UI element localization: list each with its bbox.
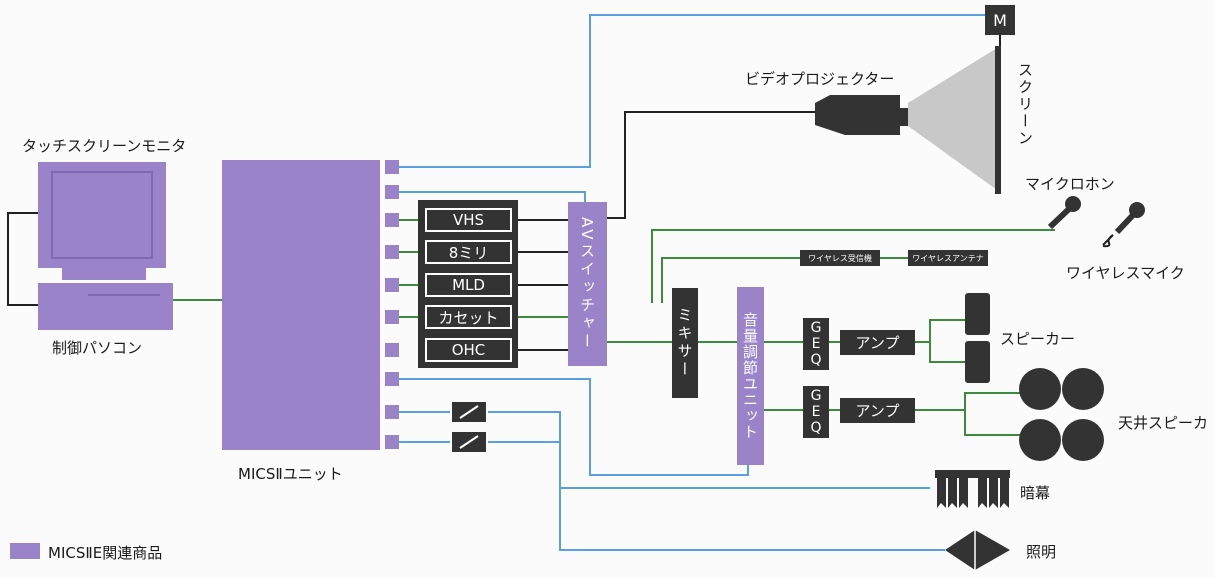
video-lines	[7, 35, 1114, 351]
volume-control-unit: 音量調節ユニット	[737, 287, 764, 465]
screen	[995, 46, 1001, 194]
touch-screen-monitor	[38, 162, 166, 280]
mixer: ミキサー	[672, 288, 698, 398]
source-cassette: カセット	[425, 305, 512, 329]
source-block	[418, 200, 518, 368]
mics-port	[385, 372, 399, 386]
source-mld: MLD	[425, 273, 512, 297]
wireless-receiver: ワイヤレス受信機	[800, 250, 880, 266]
mics-port	[385, 160, 399, 174]
speaker-label: スピーカー	[1000, 330, 1076, 348]
relay-1	[452, 402, 486, 422]
geq-1-label: GEQ	[808, 320, 824, 368]
wireless-microphone	[1114, 202, 1145, 235]
projection-beam	[908, 48, 997, 190]
source-ohc: OHC	[425, 338, 512, 362]
legend-swatch	[10, 543, 40, 559]
wireless-receiver-label: ワイヤレス受信機	[808, 253, 872, 263]
blackout-label: 暗幕	[1020, 484, 1051, 502]
projector-label: ビデオプロジェクター	[745, 70, 895, 88]
geq-2: GEQ	[803, 386, 829, 438]
microphone	[1047, 196, 1081, 230]
lighting-label: 照明	[1026, 543, 1057, 561]
mics-unit-label: MICSⅡユニット	[238, 465, 343, 483]
mics-port	[385, 343, 399, 357]
light-fixture	[945, 530, 1010, 570]
ceiling-speaker-label: 天井スピーカ	[1118, 414, 1209, 432]
mics-port	[385, 185, 399, 199]
mics-port	[385, 245, 399, 259]
source-vhs: VHS	[425, 208, 512, 232]
audio-lines	[173, 219, 1055, 436]
source-8mm: 8ミリ	[425, 240, 512, 264]
mics-port	[385, 213, 399, 227]
touch-monitor-label: タッチスクリーンモニタ	[22, 137, 187, 155]
control-pc	[38, 283, 173, 330]
mixer-label: ミキサー	[675, 307, 694, 379]
mics-port	[385, 278, 399, 292]
mics-port	[385, 310, 399, 324]
mics-port	[385, 405, 399, 419]
wireless-antenna: ワイヤレスアンテナ	[908, 250, 988, 266]
mics-port	[385, 435, 399, 449]
microphone-label: マイクロホン	[1025, 175, 1115, 193]
av-switcher: AVスイッチャー	[568, 202, 607, 366]
ceiling-speakers	[1019, 368, 1104, 461]
relay-2	[452, 432, 486, 452]
volume-unit-label: 音量調節ユニット	[741, 312, 759, 440]
amp-2: アンプ	[840, 398, 915, 423]
screen-label: スクリーン	[1016, 62, 1034, 147]
amp-1: アンプ	[840, 330, 915, 355]
speaker-pair	[965, 293, 990, 383]
motor-label: M	[993, 10, 1007, 30]
av-switcher-label: AVスイッチャー	[578, 217, 596, 351]
amp-1-label: アンプ	[855, 334, 900, 352]
control-lines	[399, 14, 985, 551]
screen-motor: M	[985, 5, 1015, 35]
legend-label: MICSⅡE関連商品	[48, 544, 163, 562]
control-pc-label: 制御パソコン	[52, 339, 143, 357]
wireless-mic-label: ワイヤレスマイク	[1066, 264, 1185, 282]
video-projector	[815, 95, 908, 135]
mics-unit	[222, 160, 380, 450]
blackout-curtain	[935, 470, 1010, 508]
amp-2-label: アンプ	[855, 402, 900, 420]
wireless-antenna-label: ワイヤレスアンテナ	[912, 253, 984, 263]
geq-2-label: GEQ	[808, 388, 824, 436]
geq-1: GEQ	[803, 318, 829, 370]
